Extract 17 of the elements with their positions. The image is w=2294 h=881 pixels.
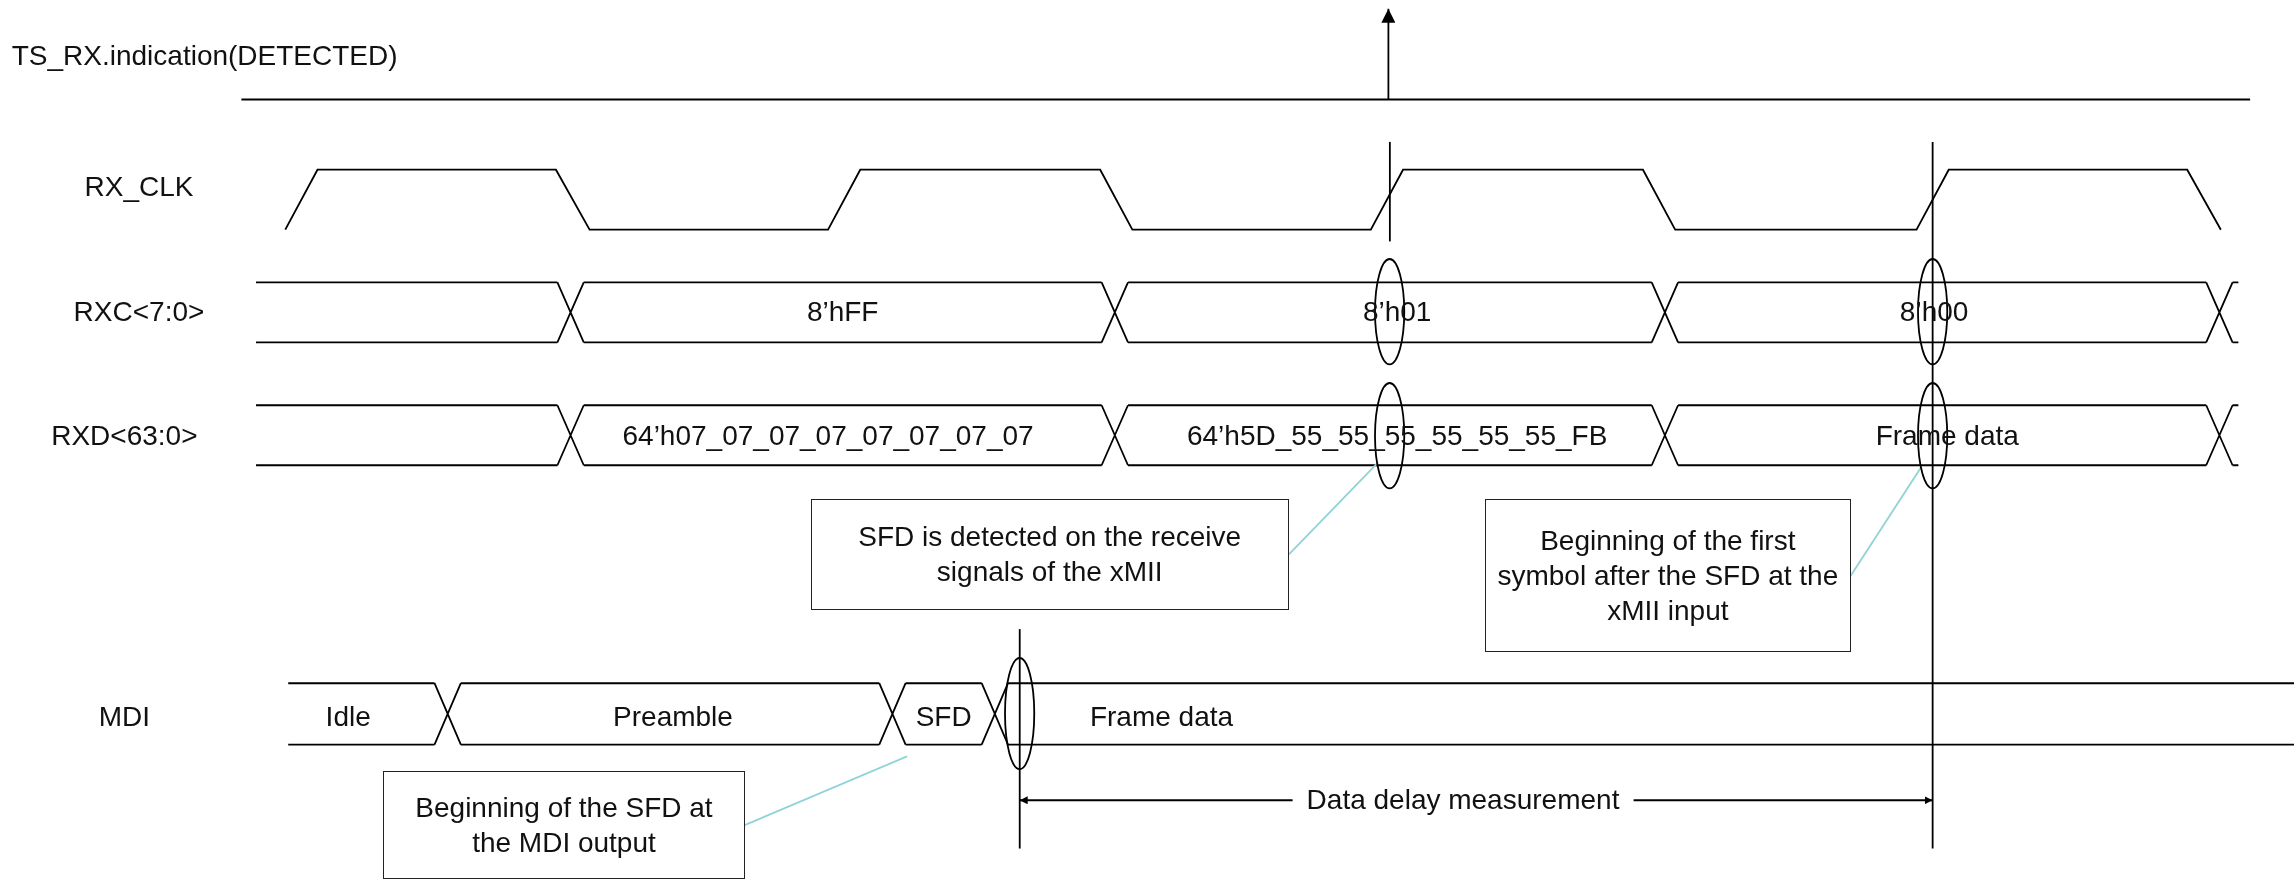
- callout-box: SFD is detected on the receive signals of the xMII: [810, 498, 1289, 611]
- signal-name: MDI: [98, 702, 150, 731]
- bus-value: SFD: [915, 702, 972, 731]
- bus-value: 8’hFF: [806, 297, 879, 326]
- bus-value: 64’h07_07_07_07_07_07_07_07: [622, 421, 1034, 450]
- signal-name: RX_CLK: [84, 173, 194, 202]
- leader-line: [1849, 466, 1922, 577]
- callout-box: Beginning of the first symbol after the SFD at the xMII input: [1484, 498, 1851, 653]
- bus-value: Frame data: [1089, 702, 1234, 731]
- signal-name: TS_RX.indication(DETECTED): [11, 41, 398, 70]
- dimension-label: Data delay measurement: [1292, 786, 1634, 815]
- callout-box: Beginning of the SFD at the MDI output: [383, 771, 745, 880]
- leader-line: [743, 755, 908, 827]
- bus-value: Idle: [325, 702, 371, 731]
- signal-name: RXC<7:0>: [73, 297, 205, 326]
- bus-value: Preamble: [613, 702, 733, 731]
- signal-name: RXD<63:0>: [51, 421, 198, 450]
